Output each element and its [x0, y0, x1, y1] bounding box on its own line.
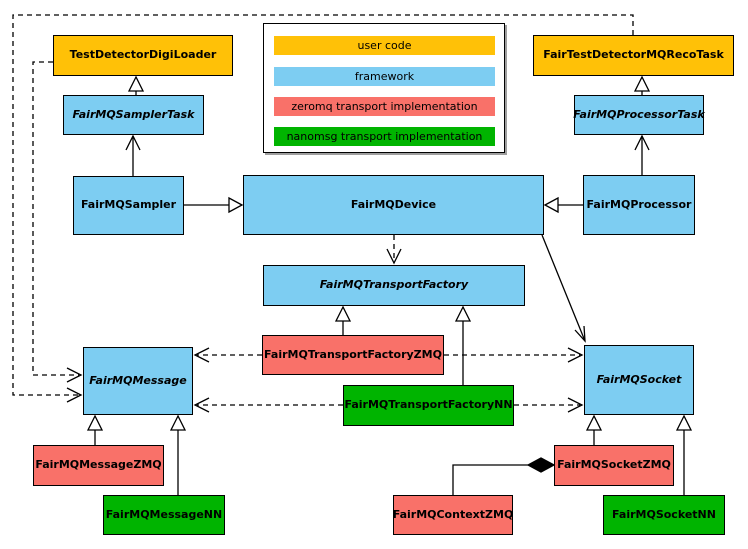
edge-digiloader-to-message	[32, 61, 83, 383]
legend-item-framework: framework	[274, 67, 495, 86]
edge-tfzmq-to-message	[193, 347, 262, 363]
edge-tfnn-to-message	[193, 397, 343, 413]
class-box-fairmqmessagenn: FairMQMessageNN	[103, 495, 225, 535]
edge-recotask-to-message	[12, 14, 634, 403]
class-box-fairmqsocketzmq: FairMQSocketZMQ	[554, 445, 674, 486]
legend-item-nanomsg: nanomsg transport implementation	[274, 127, 495, 146]
legend-item-user-code: user code	[274, 36, 495, 55]
edge-device-to-socket	[541, 234, 586, 343]
edge-sampler-to-samplertask	[125, 134, 141, 176]
class-box-testdetectordigiloader: TestDetectorDigiLoader	[53, 35, 233, 76]
edge-messagenn-to-message	[169, 414, 187, 495]
edge-processor-to-device	[543, 196, 583, 214]
class-box-fairmqsamplertask: FairMQSamplerTask	[63, 95, 204, 135]
class-box-fairmqmessagezmq: FairMQMessageZMQ	[33, 445, 164, 486]
edge-tfzmq-to-socket	[444, 347, 584, 363]
class-box-fairmqsocketnn: FairMQSocketNN	[603, 495, 725, 535]
class-box-fairmqtransportfactory: FairMQTransportFactory	[263, 265, 525, 306]
edge-processortask-to-recotask	[633, 75, 651, 95]
class-box-fairmqtransportfactorynn: FairMQTransportFactoryNN	[343, 385, 514, 426]
edge-tfnn-to-socket	[514, 397, 584, 413]
edge-sampler-to-device	[184, 196, 244, 214]
class-box-fairmqprocessor: FairMQProcessor	[583, 175, 695, 235]
edge-messagezmq-to-message	[86, 414, 104, 445]
legend: user code framework zeromq transport imp…	[263, 23, 505, 153]
class-box-fairmqprocessortask: FairMQProcessorTask	[573, 95, 705, 135]
edge-tfzmq-to-transportfactory	[334, 305, 352, 335]
class-box-fairmqsocket: FairMQSocket	[584, 345, 694, 415]
edge-contextzmq-to-socketzmq	[452, 457, 556, 495]
class-box-fairmqsampler: FairMQSampler	[73, 176, 184, 235]
class-box-fairmqcontextzmq: FairMQContextZMQ	[393, 495, 513, 535]
edge-socketzmq-to-socket	[585, 414, 603, 445]
edge-socketnn-to-socket	[675, 414, 693, 495]
class-box-fairtestdetectormqrecotask: FairTestDetectorMQRecoTask	[533, 35, 734, 76]
edge-tfnn-to-transportfactory	[454, 305, 472, 385]
edge-processor-to-processortask	[634, 134, 650, 175]
class-box-fairmqtransportfactoryzmq: FairMQTransportFactoryZMQ	[262, 335, 444, 375]
edge-device-to-transportfactory	[386, 235, 402, 265]
class-box-fairmqdevice: FairMQDevice	[243, 175, 544, 235]
legend-item-zeromq: zeromq transport implementation	[274, 97, 495, 116]
class-box-fairmqmessage: FairMQMessage	[83, 347, 193, 415]
edge-samplertask-to-digiloader	[127, 75, 145, 95]
